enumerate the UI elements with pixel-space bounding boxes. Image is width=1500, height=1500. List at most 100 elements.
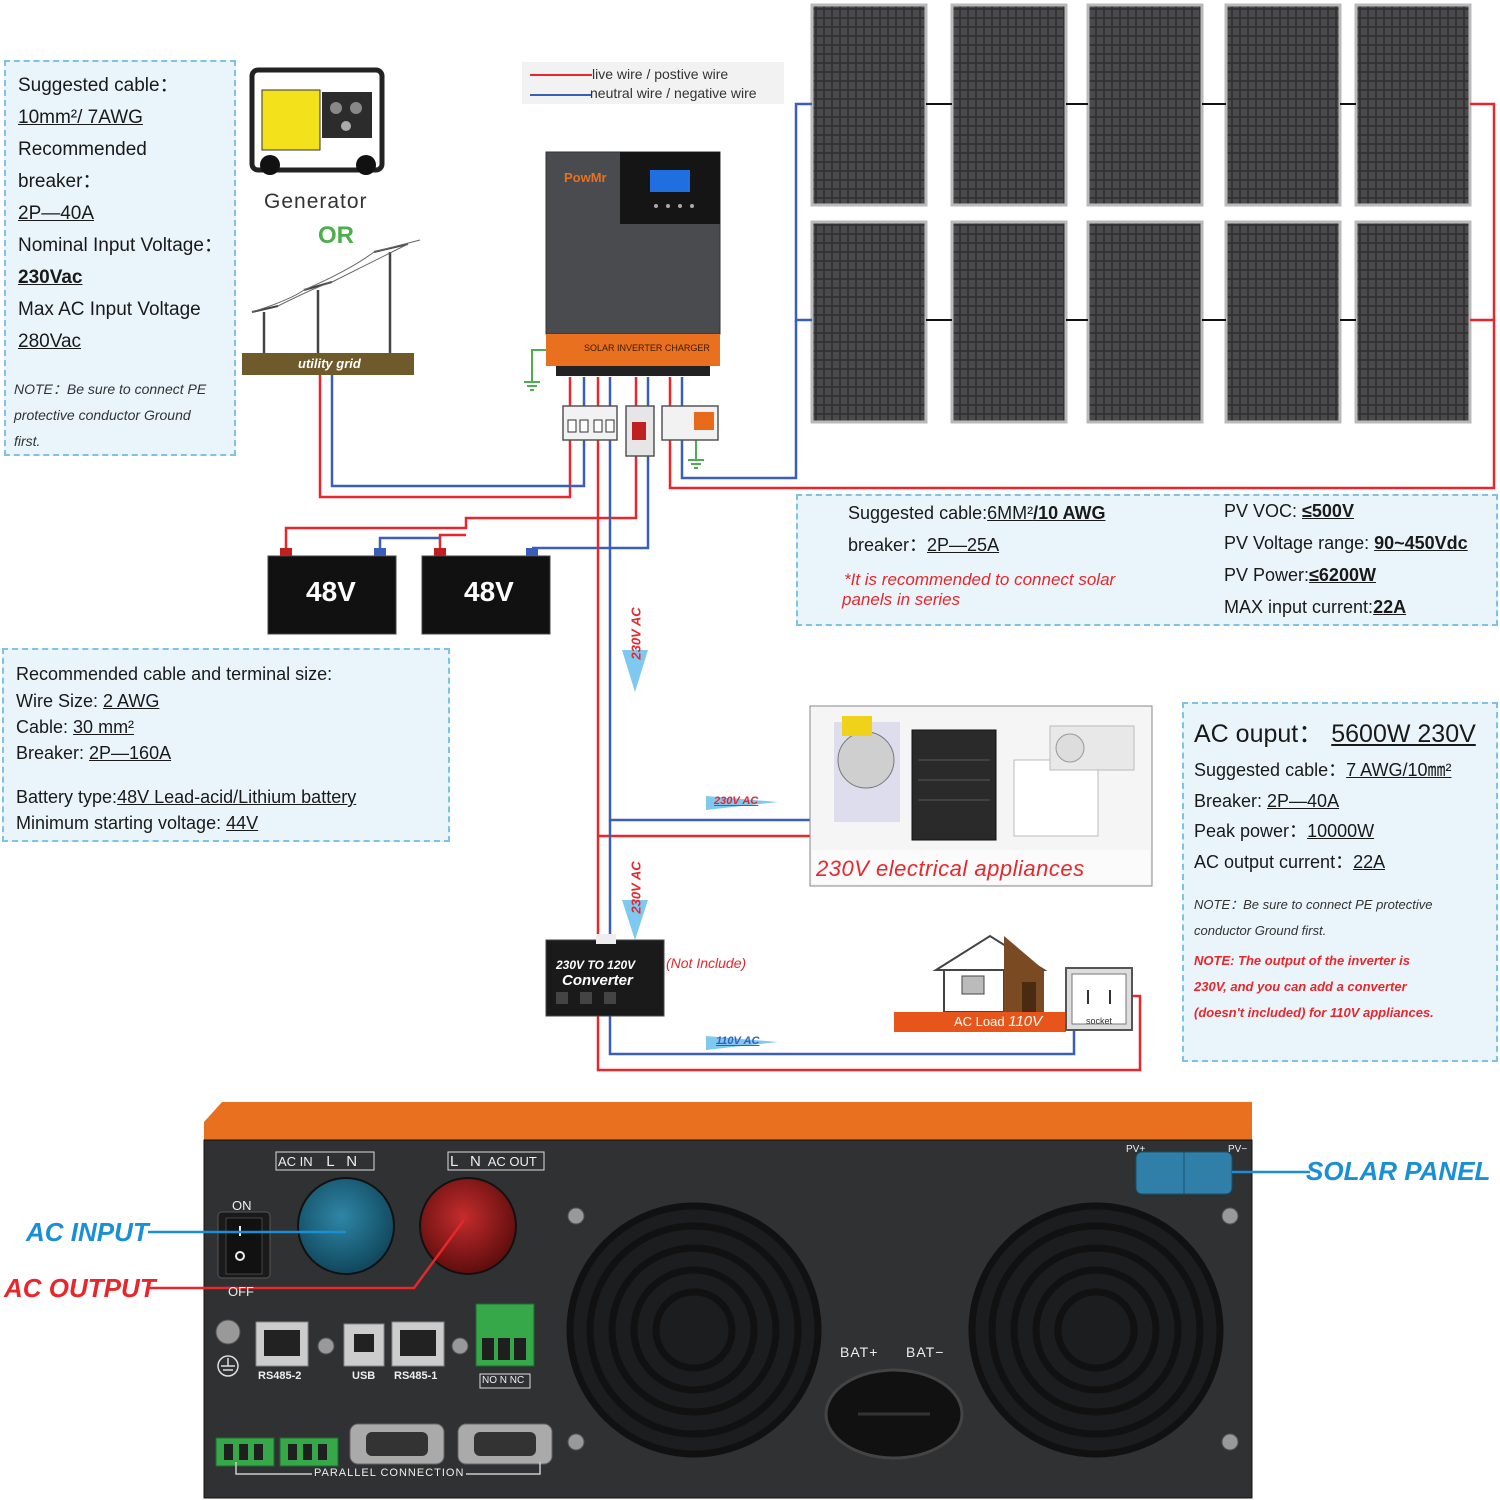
flow-arrow	[706, 796, 778, 810]
converter-not-included: (Not Include)	[666, 955, 747, 971]
pv-series-note-1: *It is recommended to connect solar	[844, 570, 1116, 589]
battery-type-value: 48V Lead-acid/Lithium battery	[117, 787, 357, 807]
battery-min-value: 44V	[226, 813, 259, 833]
pv-voc-value: ≤500V	[1302, 501, 1354, 521]
parallel-connection-label: PARALLEL CONNECTION	[312, 1467, 467, 1479]
converter-line-2: Converter	[562, 972, 633, 989]
dry-contact-nc: NC	[509, 1375, 525, 1386]
ac-in-breaker-value: 2P—40A	[18, 203, 95, 224]
ground-symbol	[524, 349, 704, 469]
battery-left	[267, 548, 397, 635]
usb-port[interactable]	[343, 1323, 385, 1367]
socket-label: socket	[1086, 1016, 1113, 1026]
ac-input-callout: AC INPUT	[26, 1217, 149, 1247]
flow-arrow	[622, 650, 648, 692]
solar-panel-array	[810, 3, 1472, 424]
ac-out-note-2: conductor Ground first.	[1194, 923, 1327, 938]
switch-on-label: ON	[232, 1198, 252, 1213]
pv-cable-mm: 6MM²	[987, 503, 1034, 523]
ac-out-breaker-value: 2P—40A	[1267, 791, 1340, 811]
panel-ac-in-ln: L N	[326, 1153, 362, 1170]
flow-230v-label-2: 230V AC	[714, 795, 759, 807]
pv-input-connector[interactable]	[1135, 1151, 1233, 1195]
pv-minus-label: PV−	[1228, 1144, 1248, 1155]
ac-out-peak-value: 10000W	[1307, 821, 1375, 841]
pv-current-value: 22A	[1373, 597, 1407, 617]
battery-left-label: 48V	[306, 576, 356, 607]
ac-in-max-value: 280Vac	[18, 331, 82, 352]
pv-series-note-2: panels in series	[842, 590, 961, 609]
converter-image	[545, 934, 665, 1017]
ac-load-volt: 110V	[1008, 1013, 1043, 1030]
inverter-label: SOLAR INVERTER CHARGER	[584, 343, 710, 353]
parallel-terminal-2[interactable]	[279, 1437, 339, 1467]
inverter-brand: PowMr	[564, 170, 607, 185]
ac-out-breaker-label: Breaker:	[1194, 791, 1268, 811]
generator-label: Generator	[264, 190, 368, 213]
panel-ac-out-ln: L N	[450, 1153, 485, 1170]
parallel-terminal-1[interactable]	[215, 1437, 275, 1467]
flow-230v-label-3: 230V AC	[628, 861, 644, 914]
battery-breaker-label: Breaker:	[16, 743, 90, 763]
bat-plus-label: BAT+	[840, 1344, 879, 1360]
ac-out-note-1: NOTE：Be sure to connect PE protective	[1194, 897, 1433, 912]
ac-input-spec-box: Suggested cable： 10mm²/ 7AWG Recommended…	[4, 60, 236, 456]
pv-range-value: 90~450Vdc	[1374, 533, 1468, 553]
parallel-db9-2[interactable]	[457, 1423, 553, 1465]
flow-230v-label-1: 230V AC	[628, 607, 644, 660]
solar-panel	[1354, 3, 1472, 207]
ac-in-cable-awg: / 7AWG	[77, 107, 143, 128]
ac-out-current-value: 22A	[1353, 852, 1386, 872]
utility-grid-image	[242, 239, 421, 375]
utility-grid-label: utility grid	[298, 356, 361, 371]
dry-contact-terminal[interactable]	[475, 1303, 535, 1367]
ac-out-cable-label: Suggested cable：	[1194, 760, 1347, 780]
pv-breaker-value: 2P—25A	[927, 535, 1000, 555]
parallel-db9-1[interactable]	[349, 1423, 445, 1465]
pv-current-label: MAX input current:	[1224, 597, 1374, 617]
power-switch[interactable]	[217, 1211, 271, 1279]
ac-out-title-label: AC ouput：	[1194, 720, 1324, 748]
pv-voc-label: PV VOC:	[1224, 501, 1303, 521]
rs485-2-port[interactable]	[255, 1321, 309, 1367]
battery-wire-value: 2 AWG	[103, 691, 160, 711]
solar-panel	[1224, 220, 1342, 424]
battery-right	[421, 548, 551, 635]
dry-contact-n: N	[499, 1375, 508, 1386]
bat-minus-label: BAT−	[906, 1344, 945, 1360]
ac-in-cable-mm: 10mm²	[18, 107, 78, 128]
pv-range-label: PV Voltage range:	[1224, 533, 1375, 553]
solar-panel	[810, 220, 928, 424]
ac-out-red-note-1: NOTE: The output of the inverter is	[1194, 953, 1410, 968]
battery-min-label: Minimum starting voltage:	[16, 813, 227, 833]
solar-panel	[1354, 220, 1472, 424]
pv-power-value: ≤6200W	[1309, 565, 1376, 585]
rs485-1-label: RS485-1	[394, 1370, 438, 1382]
appliances-caption: 230V electrical appliances	[816, 856, 1085, 881]
ac-in-max-label: Max AC Input Voltage	[18, 299, 201, 320]
battery-spec-box: Recommended cable and terminal size: Wir…	[2, 648, 450, 842]
battery-type-label: Battery type:	[16, 787, 118, 807]
inverter-unit	[545, 151, 721, 376]
ac-output-terminal[interactable]	[419, 1177, 517, 1275]
flow-arrow	[706, 1036, 778, 1050]
panel-ac-out-label: AC OUT	[487, 1154, 537, 1169]
solar-panel	[1086, 220, 1204, 424]
ac-in-nominal-value: 230Vac	[18, 267, 83, 288]
ac-in-note-2: protective conductor Ground	[14, 407, 191, 423]
ac-out-title-value: 5600W 230V	[1331, 720, 1476, 748]
ac-input-terminal[interactable]	[297, 1177, 395, 1275]
panel-ac-in-label: AC IN	[278, 1154, 313, 1169]
pv-cable-awg: /10 AWG	[1033, 503, 1106, 523]
cooling-fan-right	[968, 1202, 1224, 1458]
usb-label: USB	[352, 1370, 376, 1382]
battery-cable-label: Cable:	[16, 717, 74, 737]
legend-live: live wire / postive wire	[592, 66, 729, 82]
rs485-1-port[interactable]	[391, 1321, 445, 1367]
ac-in-nominal-label: Nominal Input Voltage：	[18, 235, 223, 256]
ac-out-current-label: AC output current：	[1194, 852, 1354, 872]
ac-out-peak-label: Peak power：	[1194, 821, 1308, 841]
ac-in-note-1: NOTE：Be sure to connect PE	[14, 381, 207, 397]
ac-output-callout-line	[148, 1219, 466, 1290]
